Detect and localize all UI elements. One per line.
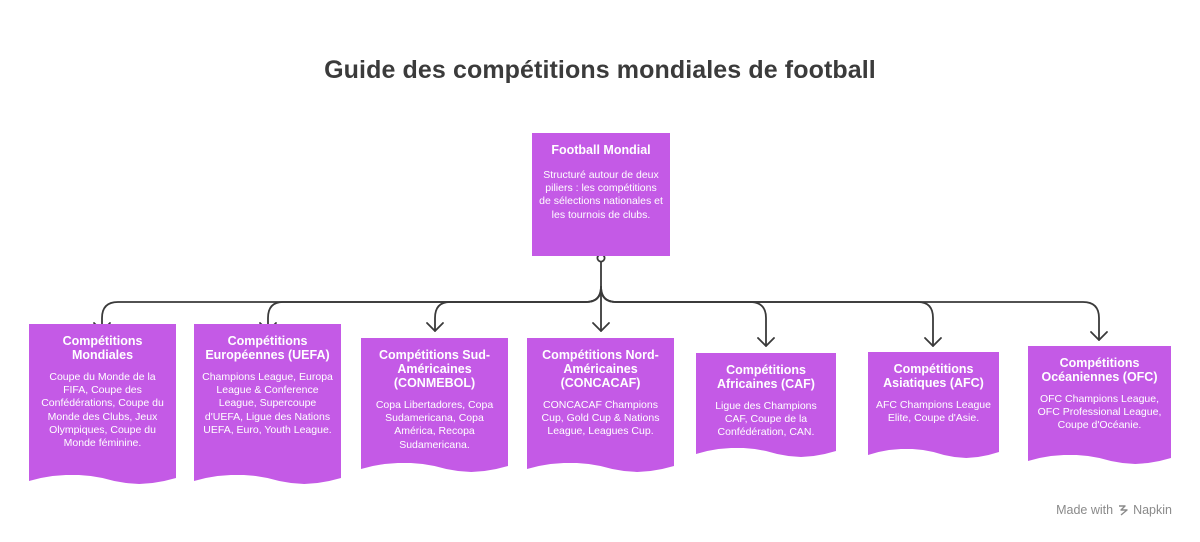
napkin-brand: Napkin [1133, 503, 1172, 517]
made-with-napkin-credit[interactable]: Made with Napkin [1056, 503, 1172, 517]
napkin-icon [1117, 504, 1129, 516]
connector-card-5 [600, 286, 767, 347]
connector-card-3 [434, 286, 602, 332]
connector-card-6 [600, 286, 934, 347]
card-competitions-sud-americaines: Compétitions Sud-Américaines (CONMEBOL) … [361, 338, 508, 472]
card-description: Ligue des Champions CAF, Coupe de la Con… [715, 400, 817, 439]
connector-card-7 [600, 286, 1100, 341]
connector-card-1 [101, 286, 602, 332]
card-title: Compétitions Africaines (CAF) [717, 363, 815, 391]
card-competitions-oceaniennes: Compétitions Océaniennes (OFC) OFC Champ… [1028, 346, 1171, 464]
card-title: Compétitions Européennes (UEFA) [205, 334, 330, 362]
card-competitions-mondiales: Compétitions Mondiales Coupe du Monde de… [29, 324, 176, 484]
page-title: Guide des compétitions mondiales de foot… [324, 56, 876, 84]
card-title: Compétitions Mondiales [62, 334, 143, 362]
card-title: Compétitions Océaniennes (OFC) [1041, 356, 1158, 384]
card-description: AFC Champions League Elite, Coupe d'Asie… [876, 399, 991, 425]
arrowhead-5 [757, 337, 775, 347]
arrowhead-7 [1090, 331, 1108, 341]
made-with-label: Made with [1056, 503, 1114, 517]
card-description: Copa Libertadores, Copa Sudamericana, Co… [375, 399, 494, 451]
root-node-title: Football Mondial [551, 143, 651, 157]
card-description: OFC Champions League, OFC Professional L… [1037, 393, 1162, 432]
arrowhead-3 [426, 322, 444, 332]
card-description: CONCACAF Champions Cup, Gold Cup & Natio… [541, 399, 660, 438]
card-competitions-africaines: Compétitions Africaines (CAF) Ligue des … [696, 353, 836, 457]
arrowhead-4 [592, 322, 610, 332]
card-competitions-asiatiques: Compétitions Asiatiques (AFC) AFC Champi… [868, 352, 999, 458]
card-competitions-europeennes: Compétitions Européennes (UEFA) Champion… [194, 324, 341, 484]
card-title: Compétitions Asiatiques (AFC) [883, 362, 984, 390]
root-node-description: Structuré autour de deux piliers : les c… [539, 169, 663, 221]
card-competitions-nord-americaines: Compétitions Nord-Américaines (CONCACAF)… [527, 338, 674, 472]
card-description: Coupe du Monde de la FIFA, Coupe des Con… [41, 371, 164, 450]
card-description: Champions League, Europa League & Confer… [202, 371, 333, 436]
card-title: Compétitions Sud-Américaines (CONMEBOL) [378, 348, 491, 390]
root-node-football-mondial: Football Mondial Structuré autour de deu… [532, 133, 670, 256]
arrowhead-6 [924, 337, 942, 347]
card-title: Compétitions Nord-Américaines (CONCACAF) [542, 348, 659, 390]
